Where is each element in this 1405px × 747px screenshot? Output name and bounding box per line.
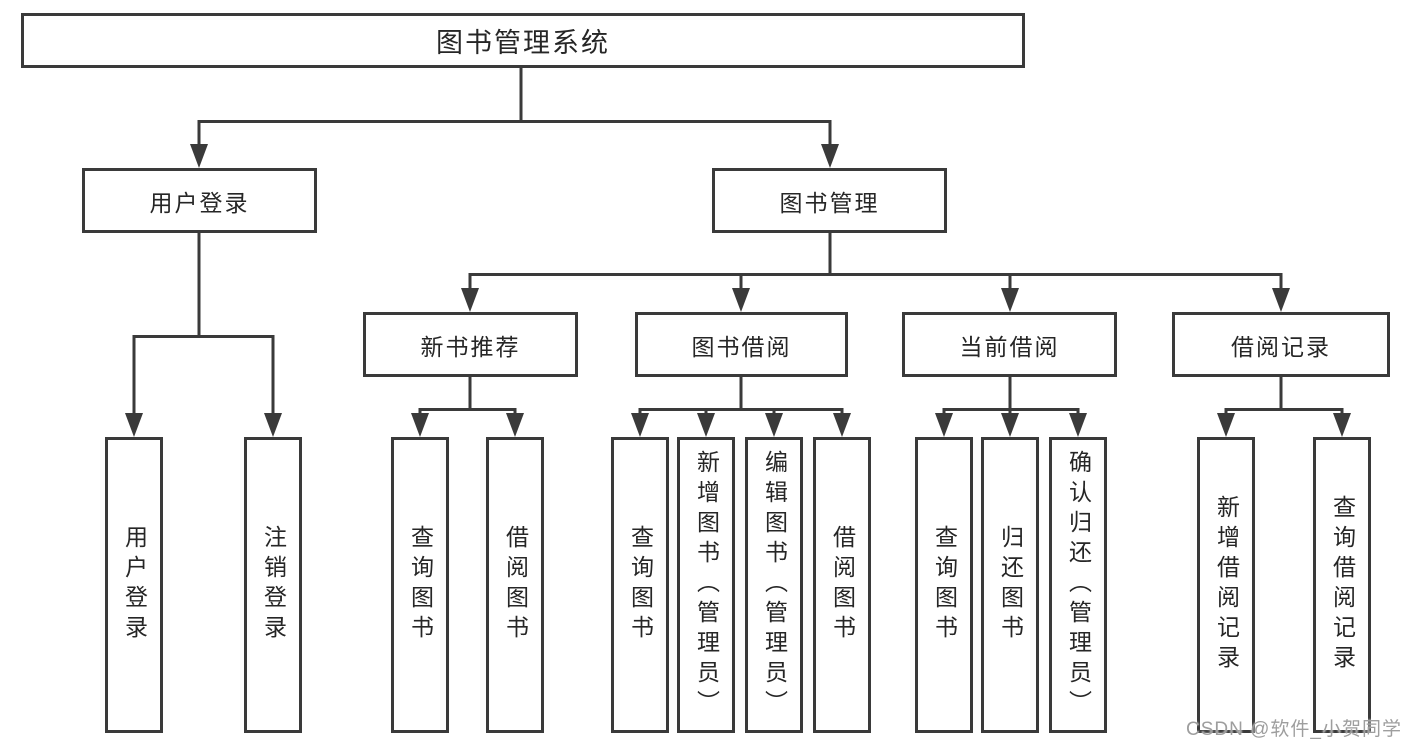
leaf-edit-books-admin: 编辑图书（管理员） — [745, 437, 803, 733]
leaf-query-books-borrowing: 查询图书 — [611, 437, 669, 733]
leaf-borrow-books: 借阅图书 — [813, 437, 871, 733]
node-label: 用户登录 — [121, 525, 148, 645]
arrowhead-icon — [1001, 413, 1019, 437]
node-label: 归还图书 — [997, 525, 1024, 645]
node-label: 借阅记录 — [1231, 333, 1331, 360]
node-current-borrowing: 当前借阅 — [902, 312, 1117, 377]
node-book-management: 图书管理 — [712, 168, 947, 233]
arrowhead-icon — [732, 288, 750, 312]
node-label: 新增图书（管理员） — [693, 450, 720, 720]
arrowhead-icon — [631, 413, 649, 437]
leaf-confirm-return-admin: 确认归还（管理员） — [1049, 437, 1107, 733]
node-label: 新增借阅记录 — [1213, 495, 1240, 675]
node-label: 借阅图书 — [829, 525, 856, 645]
node-label: 查询图书 — [627, 525, 654, 645]
arrowhead-icon — [1333, 413, 1351, 437]
node-label: 查询图书 — [931, 525, 958, 645]
arrowhead-icon — [833, 413, 851, 437]
arrowhead-icon — [1069, 413, 1087, 437]
node-new-book-recommendation: 新书推荐 — [363, 312, 578, 377]
arrowhead-icon — [461, 288, 479, 312]
arrowhead-icon — [264, 413, 282, 437]
arrowhead-icon — [506, 413, 524, 437]
node-borrowing-records: 借阅记录 — [1172, 312, 1390, 377]
leaf-logout: 注销登录 — [244, 437, 302, 733]
node-label: 图书管理 — [779, 189, 880, 216]
arrowhead-icon — [1272, 288, 1290, 312]
arrowhead-icon — [935, 413, 953, 437]
node-label: 确认归还（管理员） — [1065, 450, 1092, 720]
node-label: 查询借阅记录 — [1329, 495, 1356, 675]
node-label: 编辑图书（管理员） — [761, 450, 788, 720]
node-book-borrowing: 图书借阅 — [635, 312, 848, 377]
node-user-login: 用户登录 — [82, 168, 317, 233]
arrowhead-icon — [411, 413, 429, 437]
node-label: 新书推荐 — [420, 333, 521, 360]
leaf-query-borrow-record: 查询借阅记录 — [1313, 437, 1371, 733]
node-label: 图书借阅 — [691, 333, 792, 360]
node-label: 借阅图书 — [502, 525, 529, 645]
leaf-return-books: 归还图书 — [981, 437, 1039, 733]
arrowhead-icon — [821, 144, 839, 168]
arrowhead-icon — [1001, 288, 1019, 312]
node-label: 当前借阅 — [959, 333, 1060, 360]
leaf-query-books-recommend: 查询图书 — [391, 437, 449, 733]
watermark: CSDN @软件_小贺同学 — [1186, 719, 1402, 740]
arrowhead-group — [125, 144, 1351, 437]
arrowhead-icon — [697, 413, 715, 437]
arrowhead-icon — [190, 144, 208, 168]
leaf-borrow-books-recommend: 借阅图书 — [486, 437, 544, 733]
node-root-library-system: 图书管理系统 — [21, 13, 1025, 68]
leaf-query-books-current: 查询图书 — [915, 437, 973, 733]
leaf-add-borrow-record: 新增借阅记录 — [1197, 437, 1255, 733]
node-label: 用户登录 — [149, 189, 250, 216]
arrowhead-icon — [1217, 413, 1235, 437]
arrowhead-icon — [765, 413, 783, 437]
leaf-user-login: 用户登录 — [105, 437, 163, 733]
leaf-add-books-admin: 新增图书（管理员） — [677, 437, 735, 733]
arrowhead-icon — [125, 413, 143, 437]
node-label: 注销登录 — [260, 525, 287, 645]
node-label: 图书管理系统 — [436, 28, 610, 58]
node-label: 查询图书 — [407, 525, 434, 645]
